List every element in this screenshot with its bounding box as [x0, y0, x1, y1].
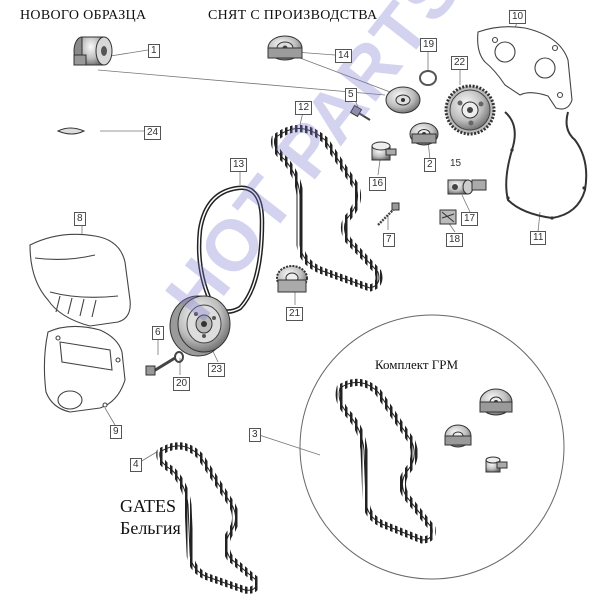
part-6-bolt	[145, 356, 176, 376]
idler-pulley	[385, 86, 421, 114]
part-2-idler	[409, 122, 439, 146]
callout-21: 21	[286, 307, 304, 321]
part-17-tensioner-assy	[447, 179, 487, 195]
callout-10: 10	[509, 10, 527, 24]
callout-17: 17	[461, 212, 479, 226]
part-20-washer	[174, 351, 184, 363]
part-24-key	[56, 127, 86, 135]
header-new-type: НОВОГО ОБРАЗЦА	[20, 8, 147, 23]
callout-5: 5	[345, 88, 357, 102]
part-1-tensioner-new	[73, 36, 113, 66]
callout-19: 19	[420, 38, 438, 52]
callout-2: 2	[424, 158, 436, 172]
part-14-tensioner-old	[267, 35, 303, 61]
callout-3: 3	[249, 428, 261, 442]
brand-name: GATES	[120, 496, 177, 516]
leader-lines	[81, 21, 541, 466]
callout-8: 8	[74, 212, 86, 226]
callout-12: 12	[295, 101, 313, 115]
kit-tensioner	[479, 388, 513, 416]
kit-small-idler	[485, 456, 508, 473]
callout-6: 6	[152, 326, 164, 340]
callout-15: 15	[448, 158, 464, 170]
callout-13: 13	[230, 158, 248, 172]
callout-18: 18	[446, 233, 464, 247]
callout-16: 16	[369, 177, 387, 191]
part-10-upper-cover	[477, 26, 573, 110]
part-18-spring	[439, 209, 457, 225]
part-12-timing-belt	[271, 125, 383, 292]
part-23-crank-pulley	[169, 295, 231, 357]
kit-title: Комплект ГРМ	[375, 357, 459, 372]
part-16-idler-stud	[371, 141, 397, 161]
callout-7: 7	[383, 233, 395, 247]
part-7-bolt	[377, 202, 400, 226]
part-5-bolt	[349, 104, 371, 121]
kit-circle	[299, 314, 565, 580]
brand-country: Бельгия	[120, 518, 181, 538]
part-22-cam-gear	[444, 84, 496, 136]
part-4-belt-gates	[156, 442, 260, 594]
part-21-crank-sprocket	[276, 265, 308, 293]
callout-22: 22	[451, 56, 469, 70]
callout-4: 4	[130, 458, 142, 472]
part-9-lower-cover	[43, 325, 126, 413]
kit-belt	[335, 378, 436, 544]
part-19-washer	[419, 70, 437, 86]
part-11-gasket	[504, 111, 588, 220]
callout-20: 20	[173, 377, 191, 391]
callout-1: 1	[148, 44, 160, 58]
callout-14: 14	[335, 49, 353, 63]
callout-11: 11	[530, 231, 547, 245]
header-discontinued: СНЯТ С ПРОИЗВОДСТВА	[208, 8, 378, 23]
callout-24: 24	[144, 126, 162, 140]
kit-idler	[444, 424, 472, 448]
callout-9: 9	[110, 425, 122, 439]
part-8-front-cover	[29, 233, 131, 327]
callout-23: 23	[208, 363, 226, 377]
